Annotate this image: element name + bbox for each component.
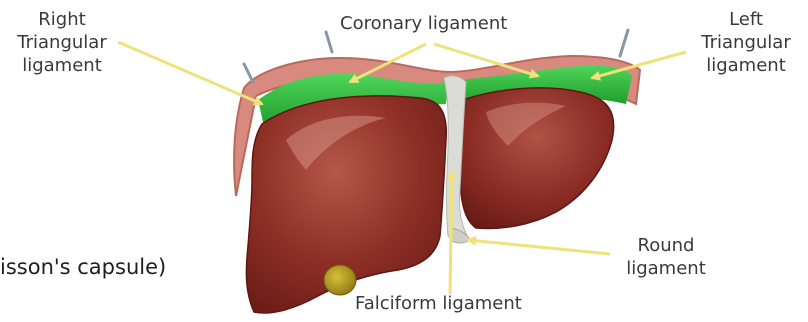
label-left-triangular-ligament: Left Triangular ligament (690, 8, 802, 77)
gallbladder (324, 265, 356, 295)
label-right-triangular-ligament: Right Triangular ligament (14, 8, 110, 77)
label-capsule-fragment: isson's capsule) (0, 256, 166, 279)
label-falciform-ligament: Falciform ligament (355, 292, 522, 315)
label-coronary-ligament: Coronary ligament (340, 12, 507, 35)
label-line: Triangular (690, 31, 802, 54)
label-line: Right (14, 8, 110, 31)
label-line: ligament (690, 54, 802, 77)
label-line: Triangular (14, 31, 110, 54)
label-line: ligament (626, 257, 706, 280)
label-line: ligament (14, 54, 110, 77)
label-line: Round (626, 234, 706, 257)
label-round-ligament: Round ligament (626, 234, 706, 280)
label-line: Left (690, 8, 802, 31)
